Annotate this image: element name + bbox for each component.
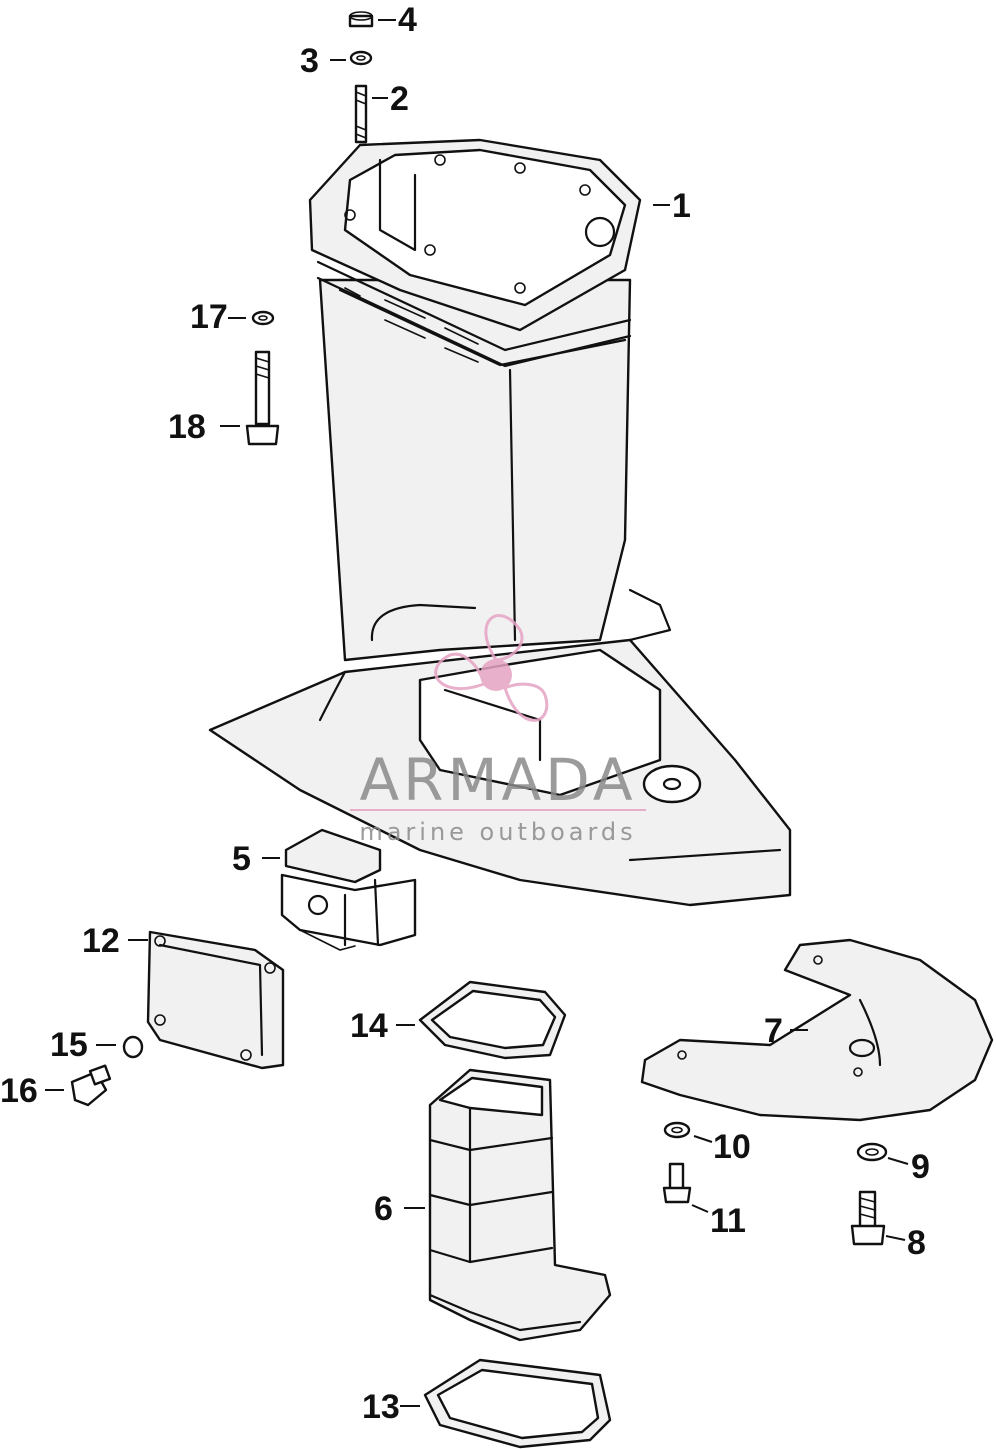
callout-9: 9 (911, 1148, 930, 1186)
propeller-logo-icon (434, 614, 549, 722)
leader-lines (45, 19, 909, 1407)
exhaust-seal-lower (423, 1358, 612, 1449)
callout-12: 12 (82, 922, 120, 960)
callout-3: 3 (300, 42, 319, 80)
bolt-and-washer (70, 1035, 144, 1107)
callout-17: 17 (190, 298, 228, 336)
anti-cavitation-plate (640, 938, 994, 1122)
callout-7: 7 (764, 1012, 783, 1050)
callout-13: 13 (362, 1388, 400, 1426)
callout-4: 4 (398, 1, 417, 39)
callout-8: 8 (907, 1224, 926, 1262)
callout-14: 14 (350, 1007, 388, 1045)
callout-18: 18 (168, 408, 206, 446)
callout-5: 5 (232, 840, 251, 878)
callout-11: 11 (710, 1202, 746, 1240)
watermark-tagline: marine outboards (359, 818, 636, 846)
plate-fasteners (662, 1121, 888, 1246)
callout-10: 10 (713, 1128, 751, 1166)
exhaust-block (280, 828, 417, 951)
stud-washer-nut (348, 11, 374, 144)
callout-2: 2 (390, 80, 409, 118)
callout-16: 16 (0, 1072, 38, 1110)
callout-15: 15 (50, 1026, 88, 1064)
armada-watermark: ARMADA marine outboards (350, 614, 646, 846)
callout-1: 1 (672, 187, 691, 225)
screw-and-washer (245, 310, 280, 446)
callout-labels: 1 2 3 4 5 6 7 8 9 10 11 12 13 14 15 16 1… (0, 1, 930, 1426)
watermark-brand: ARMADA (359, 746, 636, 814)
exhaust-tube (428, 1068, 612, 1342)
cover-plate (146, 930, 285, 1070)
callout-6: 6 (374, 1190, 393, 1228)
exhaust-seal-upper (418, 980, 567, 1060)
